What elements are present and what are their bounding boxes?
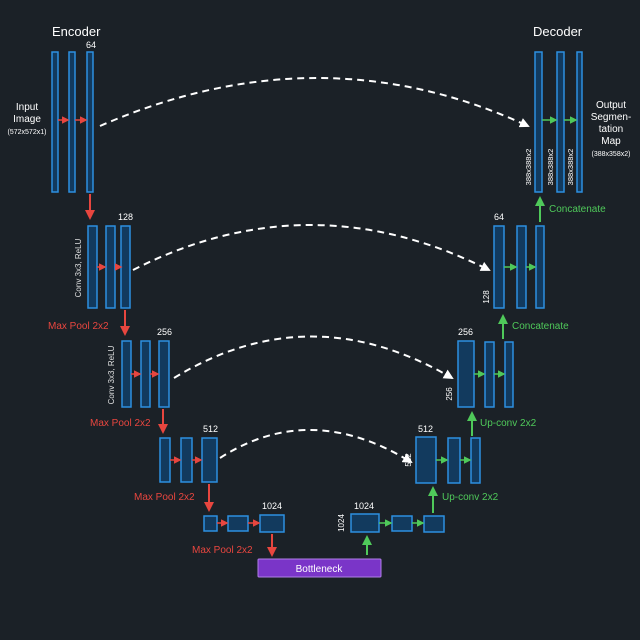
feature-map [140, 340, 151, 408]
feature-map [535, 225, 545, 309]
feature-map [391, 515, 413, 532]
skip-connection-3 [173, 335, 454, 380]
feature-map [415, 436, 437, 484]
channel-label: 64 [86, 40, 96, 50]
side-channel-label: 256 [445, 387, 454, 401]
up-label: Up-conv 2x2 [442, 492, 499, 503]
feature-map [457, 340, 475, 408]
col-size-label: 388x388x2 [566, 149, 575, 186]
output-label-4: Map [601, 136, 621, 147]
input-size: (572x572x1) [8, 129, 47, 136]
decoder-block-4: 512 512 [404, 424, 481, 484]
up-label: Concatenate [549, 204, 606, 215]
feature-map [68, 51, 76, 193]
channel-label: 1024 [262, 501, 282, 511]
feature-map [158, 340, 170, 408]
feature-map [159, 437, 171, 483]
conv-side-label: Conv 3x3, ReLU [107, 345, 116, 404]
bottleneck-box [257, 558, 382, 578]
feature-map [51, 51, 59, 193]
col-size-label: 388x388x2 [546, 149, 555, 186]
feature-map [504, 341, 514, 408]
output-label-3: tation [599, 124, 623, 135]
encoder-block-3: 256 Conv 3x3, ReLU [107, 327, 172, 408]
encoder-block-1: 64 [51, 40, 96, 193]
feature-map [201, 437, 218, 483]
decoder-block-2: 64 128 [482, 212, 545, 309]
feature-map [105, 225, 116, 309]
col-size-label: 388x388x2 [524, 149, 533, 186]
feature-map [203, 515, 218, 532]
output-label-1: Output [596, 100, 626, 111]
decoder-heading: Decoder [533, 24, 583, 39]
feature-map [493, 225, 505, 309]
feature-map [447, 437, 461, 484]
channel-label: 64 [494, 212, 504, 222]
encoder-heading: Encoder [52, 24, 101, 39]
pool-label: Max Pool 2x2 [90, 418, 151, 429]
feature-map [576, 51, 583, 193]
skip-connection-1 [99, 77, 530, 128]
feature-map [470, 437, 481, 484]
feature-map [516, 225, 527, 309]
feature-map [350, 513, 380, 533]
feature-map [259, 514, 285, 533]
decoder-block-3: 256 256 [445, 327, 514, 408]
feature-map [484, 341, 495, 408]
input-label-2: Image [13, 114, 41, 125]
feature-map [121, 340, 132, 408]
feature-map [423, 515, 445, 533]
feature-map [86, 51, 94, 193]
bottleneck-label: Bottleneck [296, 564, 344, 575]
channel-label: 512 [418, 424, 433, 434]
conv-side-label: Conv 3x3, ReLU [74, 238, 83, 297]
output-label-2: Segmen- [591, 112, 632, 123]
feature-map [556, 51, 565, 193]
pool-label: Max Pool 2x2 [192, 545, 253, 556]
input-label-1: Input [16, 102, 38, 113]
output-size: (388x358x2) [592, 151, 631, 158]
encoder-block-5: 1024 [203, 501, 285, 533]
decoder-block-5: 1024 1024 [337, 501, 445, 533]
up-label: Up-conv 2x2 [480, 418, 537, 429]
feature-map [227, 515, 249, 532]
side-channel-label: 1024 [337, 514, 346, 532]
side-channel-label: 128 [482, 290, 491, 304]
channel-label: 1024 [354, 501, 374, 511]
encoder-block-4: 512 [159, 424, 218, 483]
decoder-block-1: 388x388x2 388x388x2 388x388x2 [524, 51, 583, 193]
up-label: Concatenate [512, 321, 569, 332]
pool-label: Max Pool 2x2 [134, 492, 195, 503]
pool-label: Max Pool 2x2 [48, 321, 109, 332]
channel-label: 256 [157, 327, 172, 337]
skip-connection-2 [132, 224, 491, 271]
skip-connection-4 [219, 429, 413, 464]
channel-label: 512 [203, 424, 218, 434]
feature-map [87, 225, 98, 309]
feature-map [120, 225, 131, 309]
encoder-block-2: 128 Conv 3x3, ReLU [74, 212, 133, 309]
channel-label: 256 [458, 327, 473, 337]
channel-label: 128 [118, 212, 133, 222]
feature-map [534, 51, 543, 193]
feature-map [180, 437, 193, 483]
